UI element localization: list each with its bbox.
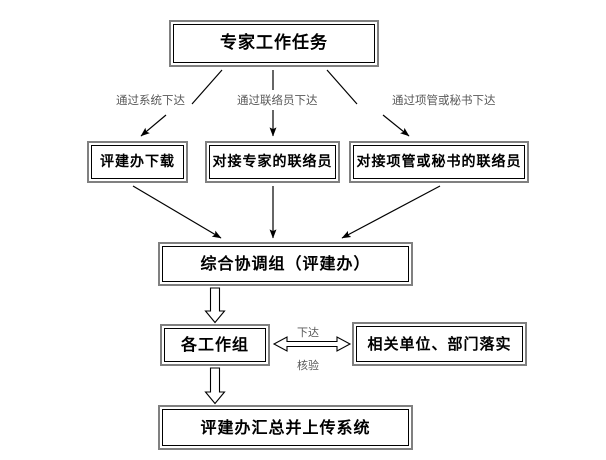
node-frame: 各工作组: [164, 328, 266, 362]
node-frame: 综合协调组（评建办）: [162, 246, 409, 282]
node-label: 专家工作任务: [220, 33, 328, 53]
node-frame: 对接专家的联络员: [209, 145, 336, 179]
edge-label-issue: 下达: [297, 326, 319, 339]
node-label: 评建办汇总并上传系统: [200, 417, 371, 437]
edge-workgroups-units-bidirectional: [272, 336, 352, 352]
edge-label-verify: 核验: [297, 359, 319, 372]
node-frame: 专家工作任务: [173, 24, 375, 63]
node-coordination-group[interactable]: 综合协调组（评建办）: [158, 242, 413, 286]
node-related-units-departments[interactable]: 相关单位、部门落实: [352, 322, 527, 366]
node-label: 对接专家的联络员: [212, 154, 333, 170]
edge-coordination-to-workgroups: [204, 287, 226, 324]
node-label: 评建办下载: [100, 154, 175, 170]
node-frame: 评建办汇总并上传系统: [162, 409, 409, 446]
edge-pm-liaison-to-coordination: [341, 185, 441, 239]
node-summary-upload-system[interactable]: 评建办汇总并上传系统: [158, 405, 413, 450]
node-working-groups[interactable]: 各工作组: [160, 324, 270, 366]
node-frame: 相关单位、部门落实: [356, 326, 523, 362]
edge-workgroups-to-summary: [204, 367, 226, 405]
edge-label-via-system: 通过系统下达: [116, 93, 185, 107]
node-label: 各工作组: [180, 335, 249, 354]
node-expert-liaison[interactable]: 对接专家的联络员: [205, 141, 340, 183]
node-label: 综合协调组（评建办）: [200, 254, 371, 273]
node-expert-work-task[interactable]: 专家工作任务: [169, 20, 379, 67]
edge-top-to-pm-liaison: [326, 69, 410, 137]
node-frame: 对接项管或秘书的联络员: [353, 145, 525, 179]
edge-top-to-download: [140, 69, 223, 137]
edge-label-via-liaison: 通过联络员下达: [237, 93, 318, 107]
node-label: 相关单位、部门落实: [367, 334, 512, 353]
edge-label-via-pm-or-secretary: 通过项管或秘书下达: [392, 93, 496, 107]
node-pingjianban-download[interactable]: 评建办下载: [87, 141, 188, 183]
edge-download-to-coordination: [132, 185, 222, 239]
node-frame: 评建办下载: [91, 145, 184, 179]
node-pm-or-secretary-liaison[interactable]: 对接项管或秘书的联络员: [349, 141, 529, 183]
node-label: 对接项管或秘书的联络员: [356, 154, 522, 170]
